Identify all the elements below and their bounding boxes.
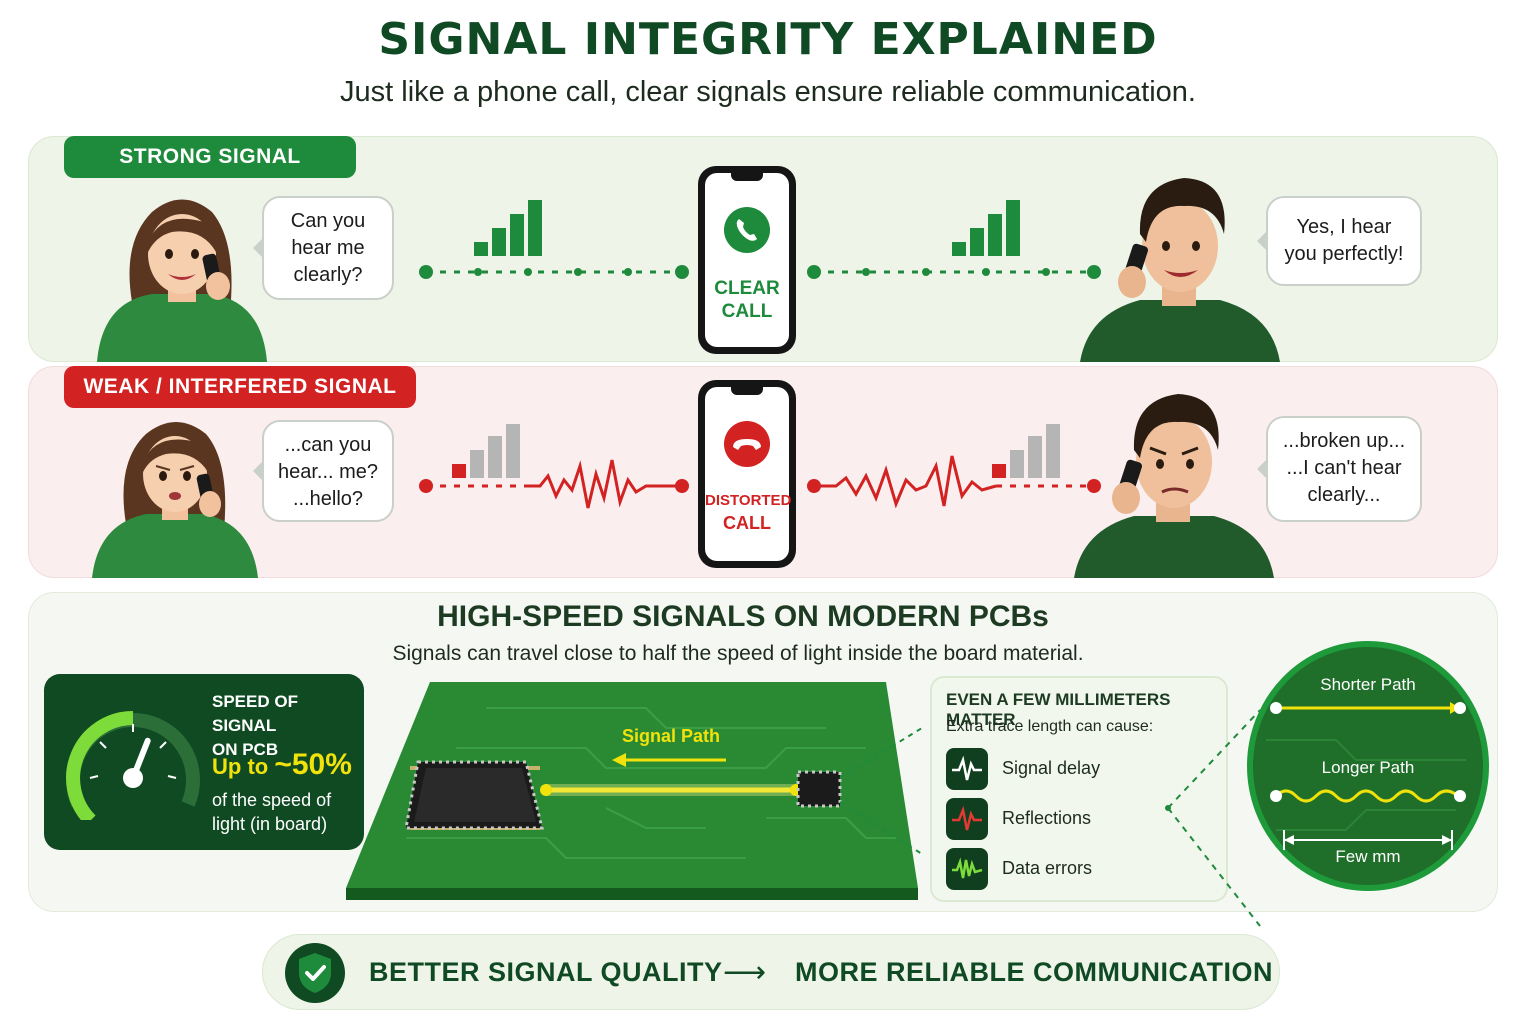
woman-on-phone-happy	[97, 199, 267, 362]
wave-icon	[946, 848, 988, 890]
summary-right-text: MORE RELIABLE COMMUNICATION	[795, 957, 1273, 987]
distorted-signal-line-left	[419, 459, 689, 509]
effects-subheading: Extra trace length can cause:	[946, 718, 1154, 735]
page-title: SIGNAL INTEGRITY EXPLAINED	[378, 14, 1158, 65]
clear-call-text: CLEAR CALL	[714, 278, 780, 322]
signal-path-label: Signal Path	[622, 726, 720, 746]
strong-signal-tag: STRONG SIGNAL	[64, 136, 356, 178]
distorted-call-text: DISTORTED CALL	[705, 492, 792, 533]
clear-signal-line-right	[807, 265, 1101, 279]
signal-speed-card: SPEED OF SIGNAL ON PCB Up to ~50% of the…	[44, 674, 364, 850]
effects-heading: EVEN A FEW MILLIMETERS MATTER	[946, 690, 1171, 729]
zoom-callout-connector	[1165, 709, 1261, 927]
pcb-section-title: HIGH-SPEED SIGNALS ON MODERN PCBs	[437, 600, 1049, 633]
svg-text:Few mm: Few mm	[1335, 847, 1400, 866]
summary-banner: BETTER SIGNAL QUALITY ⟶ MORE RELIABLE CO…	[262, 934, 1280, 1010]
man-on-phone-happy	[1080, 178, 1280, 362]
pcb-section-subtitle: Signals can travel close to half the spe…	[392, 642, 1084, 665]
wave-icon	[946, 798, 988, 840]
path-length-zoom-view: Shorter Path Longer Path Few mm	[1247, 641, 1489, 891]
phone-answer-icon	[724, 207, 770, 253]
man-on-phone-frustrated	[1074, 394, 1274, 578]
svg-text:Longer Path: Longer Path	[1322, 758, 1415, 777]
trace-length-effects-card: EVEN A FEW MILLIMETERS MATTER Extra trac…	[930, 676, 1228, 902]
weak-signal-bars-right	[992, 424, 1060, 478]
strong-right-speech-bubble: Yes, I hear you perfectly!	[1257, 196, 1422, 286]
woman-on-phone-worried	[92, 422, 258, 578]
effect-reflections: Reflections	[946, 798, 1216, 840]
strong-left-speech-bubble: Can you hear me clearly?	[253, 196, 394, 300]
speedometer-icon	[66, 711, 200, 820]
clear-signal-line-left	[419, 265, 689, 279]
distorted-signal-line-right	[807, 455, 1101, 509]
summary-left-text: BETTER SIGNAL QUALITY	[369, 957, 723, 987]
effect-data-errors: Data errors	[946, 848, 1216, 890]
shield-check-icon	[285, 943, 345, 1003]
wave-icon	[946, 748, 988, 790]
strong-signal-bars-left	[474, 200, 542, 256]
page-subtitle: Just like a phone call, clear signals en…	[340, 76, 1196, 108]
weak-signal-bars-left	[452, 424, 520, 478]
svg-text:Shorter Path: Shorter Path	[1320, 675, 1415, 694]
clear-call-phone: CLEAR CALL	[698, 166, 796, 354]
weak-signal-tag: WEAK / INTERFERED SIGNAL	[64, 366, 416, 408]
arrow-right-icon: ⟶	[723, 956, 767, 989]
weak-right-speech-bubble: ...broken up... ...I can't hear clearly.…	[1257, 416, 1422, 522]
phone-hangup-icon	[724, 421, 770, 467]
strong-signal-bars-right	[952, 200, 1020, 256]
signal-speed-value: ~50%	[274, 748, 352, 781]
distorted-call-phone: DISTORTED CALL	[698, 380, 796, 568]
pcb-board-illustration: Signal Path	[346, 682, 922, 900]
weak-left-speech-bubble: ...can you hear... me? ...hello?	[253, 420, 394, 522]
effect-signal-delay: Signal delay	[946, 748, 1216, 790]
